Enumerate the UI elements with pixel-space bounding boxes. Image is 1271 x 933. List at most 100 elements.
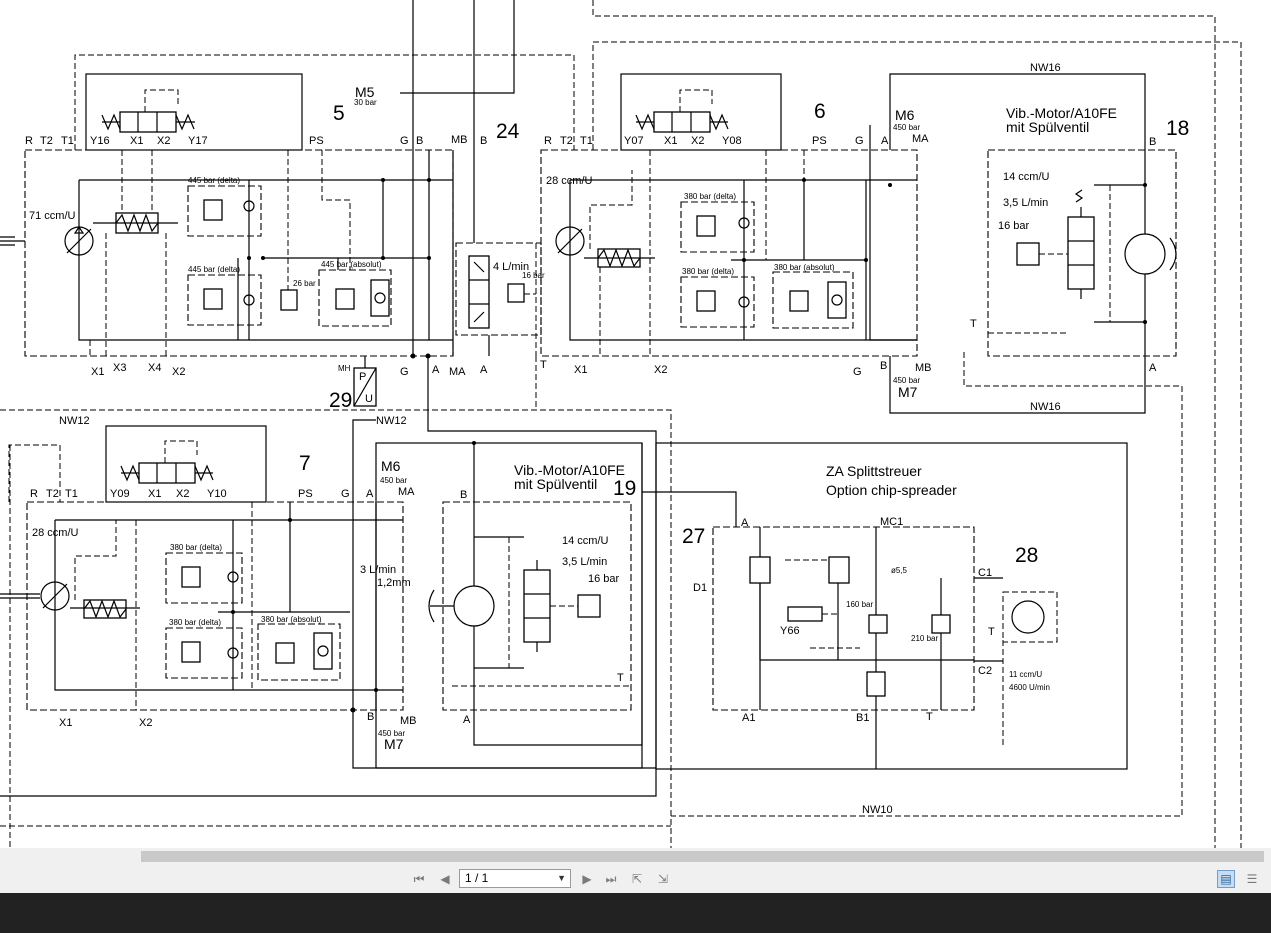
continuous-view-icon[interactable]: ☰ <box>1246 872 1258 886</box>
u18-pressure: 16 bar <box>998 220 1030 232</box>
document-viewport[interactable]: R T2 T1 Y16 X1 X2 Y17 PS G B MB X1 X3 X4… <box>0 0 1271 848</box>
u6-m6-port: MA <box>912 133 929 145</box>
u5-port-mh: MH <box>338 364 351 373</box>
u6-m6-label: M6 <box>895 107 915 123</box>
m5-pressure: 30 bar <box>354 98 377 107</box>
u27-port-c2: C2 <box>978 665 992 677</box>
u6-port-x2: X2 <box>691 135 704 147</box>
u27-port-b1: B1 <box>856 712 869 724</box>
u24-flow: 4 L/min <box>493 261 529 273</box>
sync-forward-icon[interactable]: ⇱ <box>631 872 643 886</box>
u6-m6-pressure: 450 bar <box>893 123 920 132</box>
u27-port-t: T <box>926 711 933 723</box>
u5-relief-1: 445 bar (delta) <box>188 176 240 185</box>
u7-relief-1: 380 bar (delta) <box>170 543 222 552</box>
u6-number: 6 <box>814 100 826 123</box>
u6-port-b: B <box>880 360 887 372</box>
u7-port-mb: MB <box>400 715 417 727</box>
u28-speed: 4600 U/min <box>1009 683 1050 692</box>
u5-port-a: A <box>432 364 440 376</box>
unit-5-pump: R T2 T1 Y16 X1 X2 Y17 PS G B MB X1 X3 X4… <box>24 54 575 378</box>
single-page-view-icon[interactable]: ▤ <box>1217 870 1235 888</box>
u24-port-a: A <box>480 364 488 376</box>
page-selector[interactable]: 1 / 1 ▼ <box>459 869 571 888</box>
u7-port-t1: T1 <box>65 488 78 500</box>
u18-flow: 3,5 L/min <box>1003 197 1048 209</box>
u6-port-ps: PS <box>812 135 827 147</box>
u27-title-2: Option chip-spreader <box>826 482 957 498</box>
u7-port-g: G <box>341 488 350 500</box>
unit-6-pump: R T2 T1 Y07 X1 X2 Y08 PS G A X1 X2 G B M… <box>540 73 932 400</box>
u18-number: 18 <box>1166 117 1189 140</box>
u5-port-y17: Y17 <box>188 135 208 147</box>
u29-line-left: NW12 <box>59 415 90 427</box>
u19-number: 19 <box>613 477 636 500</box>
u6-port-a: A <box>881 135 889 147</box>
u5-port-x3: X3 <box>113 362 126 374</box>
u7-relief-2: 380 bar (delta) <box>169 618 221 627</box>
u19-title-1: Vib.-Motor/A10FE <box>514 462 625 478</box>
m5-label: M5 <box>355 84 375 100</box>
next-page-icon[interactable]: ▶ <box>582 872 592 886</box>
unit-27-chip-spreader: ZA Splittstreuer Option chip-spreader A … <box>642 442 1128 770</box>
u6-relief-1: 380 bar (delta) <box>684 192 736 201</box>
u5-charge-pressure: 26 bar <box>293 279 316 288</box>
u7-port-b: B <box>367 711 374 723</box>
u27-number: 27 <box>682 525 705 548</box>
u7-m7-pressure: 450 bar <box>378 729 405 738</box>
u24-port-t: T <box>540 359 547 371</box>
taskbar <box>0 893 1271 933</box>
u19-displacement: 14 ccm/U <box>562 535 609 547</box>
page-indicator: 1 / 1 <box>465 871 489 885</box>
sync-back-icon[interactable]: ⇲ <box>657 872 669 886</box>
u6-port-t2: T2 <box>560 135 573 147</box>
scrollbar-thumb[interactable] <box>141 851 1264 862</box>
first-page-icon[interactable]: ⏮ <box>413 872 425 886</box>
u19-flow: 3,5 L/min <box>562 556 607 568</box>
u5-port-x2: X2 <box>157 135 170 147</box>
u5-relief-2: 445 bar (delta) <box>188 265 240 274</box>
horizontal-scrollbar[interactable] <box>0 848 1271 866</box>
u7-displacement: 28 ccm/U <box>32 527 79 539</box>
u7-port-y10: Y10 <box>207 488 227 500</box>
u19-title-2: mit Spülventil <box>514 476 597 492</box>
last-page-icon[interactable]: ⏭ <box>605 872 617 886</box>
unit-24-valve: 4 L/min 16 bar B A T 24 <box>452 120 547 376</box>
u6-port-x2-bottom: X2 <box>654 364 667 376</box>
u18-displacement: 14 ccm/U <box>1003 171 1050 183</box>
unit-19-vib-motor: Vib.-Motor/A10FE mit Spülventil 14 ccm/U… <box>375 441 643 769</box>
u27-port-c1: C1 <box>978 567 992 579</box>
u7-port-x1-bottom: X1 <box>59 717 72 729</box>
u5-port-x1: X1 <box>130 135 143 147</box>
u27-port-a: A <box>741 517 749 529</box>
u6-port-y07: Y07 <box>624 135 644 147</box>
u19-port-b: B <box>460 489 467 501</box>
u5-port-y16: Y16 <box>90 135 110 147</box>
u27-port-a1: A1 <box>742 712 755 724</box>
u27-orifice: ø5,5 <box>891 566 908 575</box>
u6-relief-3: 380 bar (absolut) <box>774 263 835 272</box>
u18-title-2: mit Spülventil <box>1006 119 1089 135</box>
u7-port-y09: Y09 <box>110 488 130 500</box>
u7-m6-pressure: 450 bar <box>380 476 407 485</box>
unit-18-vib-motor: Vib.-Motor/A10FE mit Spülventil NW16 NW1… <box>970 62 1189 413</box>
u24-port-b: B <box>480 135 487 147</box>
u6-port-g: G <box>855 135 864 147</box>
u6-relief-2: 380 bar (delta) <box>682 267 734 276</box>
u24-pressure: 16 bar <box>522 271 545 280</box>
u6-port-x1-bottom: X1 <box>574 364 587 376</box>
u5-port-x2-bottom: X2 <box>172 366 185 378</box>
u7-m7-label: M7 <box>384 736 404 752</box>
u29-label-u: U <box>365 393 373 405</box>
unit-28-motor: T 11 ccm/U 4600 U/min 28 <box>988 544 1050 692</box>
previous-page-icon[interactable]: ◀ <box>440 872 450 886</box>
u7-relief-3: 380 bar (absolut) <box>261 615 322 624</box>
u6-m7-label: M7 <box>898 384 918 400</box>
u5-port-x1-bottom: X1 <box>91 366 104 378</box>
u5-port-g: G <box>400 135 409 147</box>
viewer-toolbar: ⏮ ◀ 1 / 1 ▼ ▶ ⏭ ⇱ ⇲ ▤ ☰ <box>0 866 1271 893</box>
u7-port-t2: T2 <box>46 488 59 500</box>
u6-port-y08: Y08 <box>722 135 742 147</box>
u6-port-x1: X1 <box>664 135 677 147</box>
u18-port-t: T <box>970 318 977 330</box>
